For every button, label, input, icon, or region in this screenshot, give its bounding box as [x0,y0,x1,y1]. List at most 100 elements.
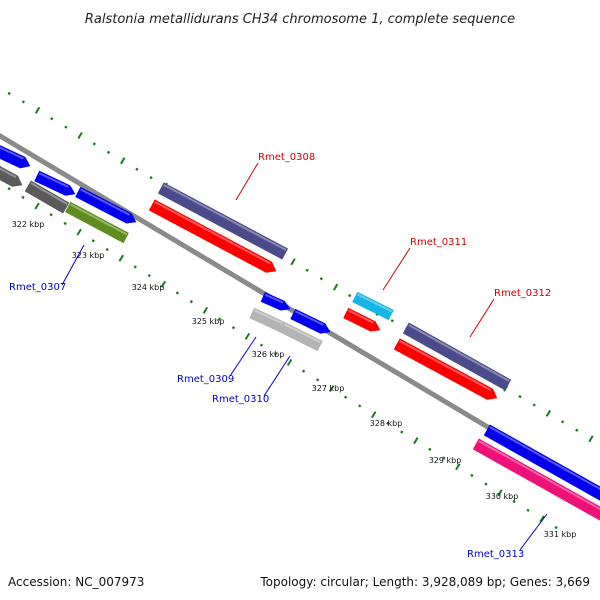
cog-gray-block[interactable] [0,160,23,187]
gene-label[interactable]: Rmet_0307 [9,282,66,293]
gene-label-leader [235,162,259,201]
block-highlight [163,184,287,251]
tick-mark [319,277,324,281]
gene-rmet-0310-cog[interactable] [279,321,323,352]
feature-track[interactable] [0,140,600,528]
tick-mark [358,404,362,408]
tick-mark [76,228,82,236]
tick-label: 324 kbp [132,283,165,292]
tick-label: 323 kbp [72,251,105,260]
tick-mark [390,319,394,323]
block-highlight [264,293,284,304]
tick-mark [290,258,296,266]
tick-mark [7,187,11,191]
tick-mark [588,435,594,443]
gene-rmet-0313-cds[interactable] [483,424,600,504]
gene-label-leader [519,513,548,551]
tick-mark [149,176,153,180]
tick-mark [120,157,126,165]
tick-mark [7,91,11,96]
gene-label[interactable]: Rmet_0312 [494,288,551,299]
tick-mark [497,489,503,497]
gene-rmet-0312-cds[interactable] [393,338,498,400]
inner-tick-ring [7,187,558,530]
tick-mark [470,473,474,478]
block-highlight [0,167,17,179]
tick-mark [63,221,67,226]
tick-mark [49,213,53,217]
cog-olive-block[interactable] [65,201,129,244]
gene-label[interactable]: Rmet_0311 [410,237,467,248]
cog-gray-block[interactable] [24,180,70,214]
block-highlight [348,309,374,324]
gene-rmet-0311-cog[interactable] [352,291,394,321]
tick-mark [286,358,293,366]
gene-rmet-0308-cog[interactable] [157,182,289,260]
gene-label[interactable]: Rmet_0313 [467,549,524,560]
tick-mark [202,306,209,314]
tick-mark [118,254,124,262]
gene-rmet-0309-cds[interactable] [260,292,291,311]
gene-rmet-0310-cds[interactable] [290,308,331,334]
tick-mark [217,317,222,321]
tick-mark [526,508,530,512]
block-highlight [0,146,24,160]
tick-label: 326 kbp [252,350,285,359]
block-highlight [294,310,324,326]
tick-mark [34,106,41,114]
cds-forward-block[interactable] [0,140,31,169]
tick-mark [484,482,488,486]
tick-mark [133,265,137,269]
summary-text: Topology: circular; Length: 3,928,089 bp… [259,575,590,589]
gene-rmet-0308-cds[interactable] [148,199,277,273]
outer-tick-ring [7,91,594,443]
tick-mark [518,394,522,399]
gene-rmet-0311-cds[interactable] [343,307,381,332]
tick-mark [332,283,339,291]
tick-label: 325 kbp [192,317,225,326]
cds-forward-block[interactable] [34,170,76,196]
tick-mark [400,430,404,434]
tick-label: 328 kbp [370,419,403,428]
tick-mark [105,247,109,252]
tick-mark [135,167,139,171]
tick-mark [301,369,306,373]
tick-mark [77,131,83,140]
gene-label-leader [263,355,291,397]
tick-mark [343,395,348,399]
tick-mark [92,142,96,146]
block-highlight [80,188,131,216]
tick-mark [539,515,545,523]
tick-mark [512,499,516,504]
gene-label-leader [469,298,495,338]
tick-mark [554,525,558,530]
tick-mark [231,326,236,330]
gene-rmet-0312-cog[interactable] [402,322,512,391]
tick-label: 329 kbp [429,456,462,465]
block-highlight [399,340,492,392]
tick-label: 327 kbp [312,384,345,393]
tick-mark [64,125,68,129]
tick-label: 330 kbp [486,492,519,501]
gene-label[interactable]: Rmet_0309 [177,374,234,385]
tick-mark [545,409,552,417]
gene-label-leader [382,247,411,291]
tick-mark [328,385,335,393]
tick-mark [371,411,377,419]
cds-forward-block[interactable] [75,186,137,224]
tick-mark [413,437,419,445]
gene-label[interactable]: Rmet_0308 [258,152,315,163]
tick-mark [455,463,461,471]
tick-mark [106,150,111,154]
gene-label[interactable]: Rmet_0310 [212,394,269,405]
block-highlight [253,309,284,325]
tick-mark [386,421,390,425]
gene-label-leader [61,244,85,286]
gene-rmet-0313-cog[interactable] [472,438,600,527]
tick-mark [160,280,167,288]
tick-mark [305,268,309,272]
tick-mark [21,195,25,200]
